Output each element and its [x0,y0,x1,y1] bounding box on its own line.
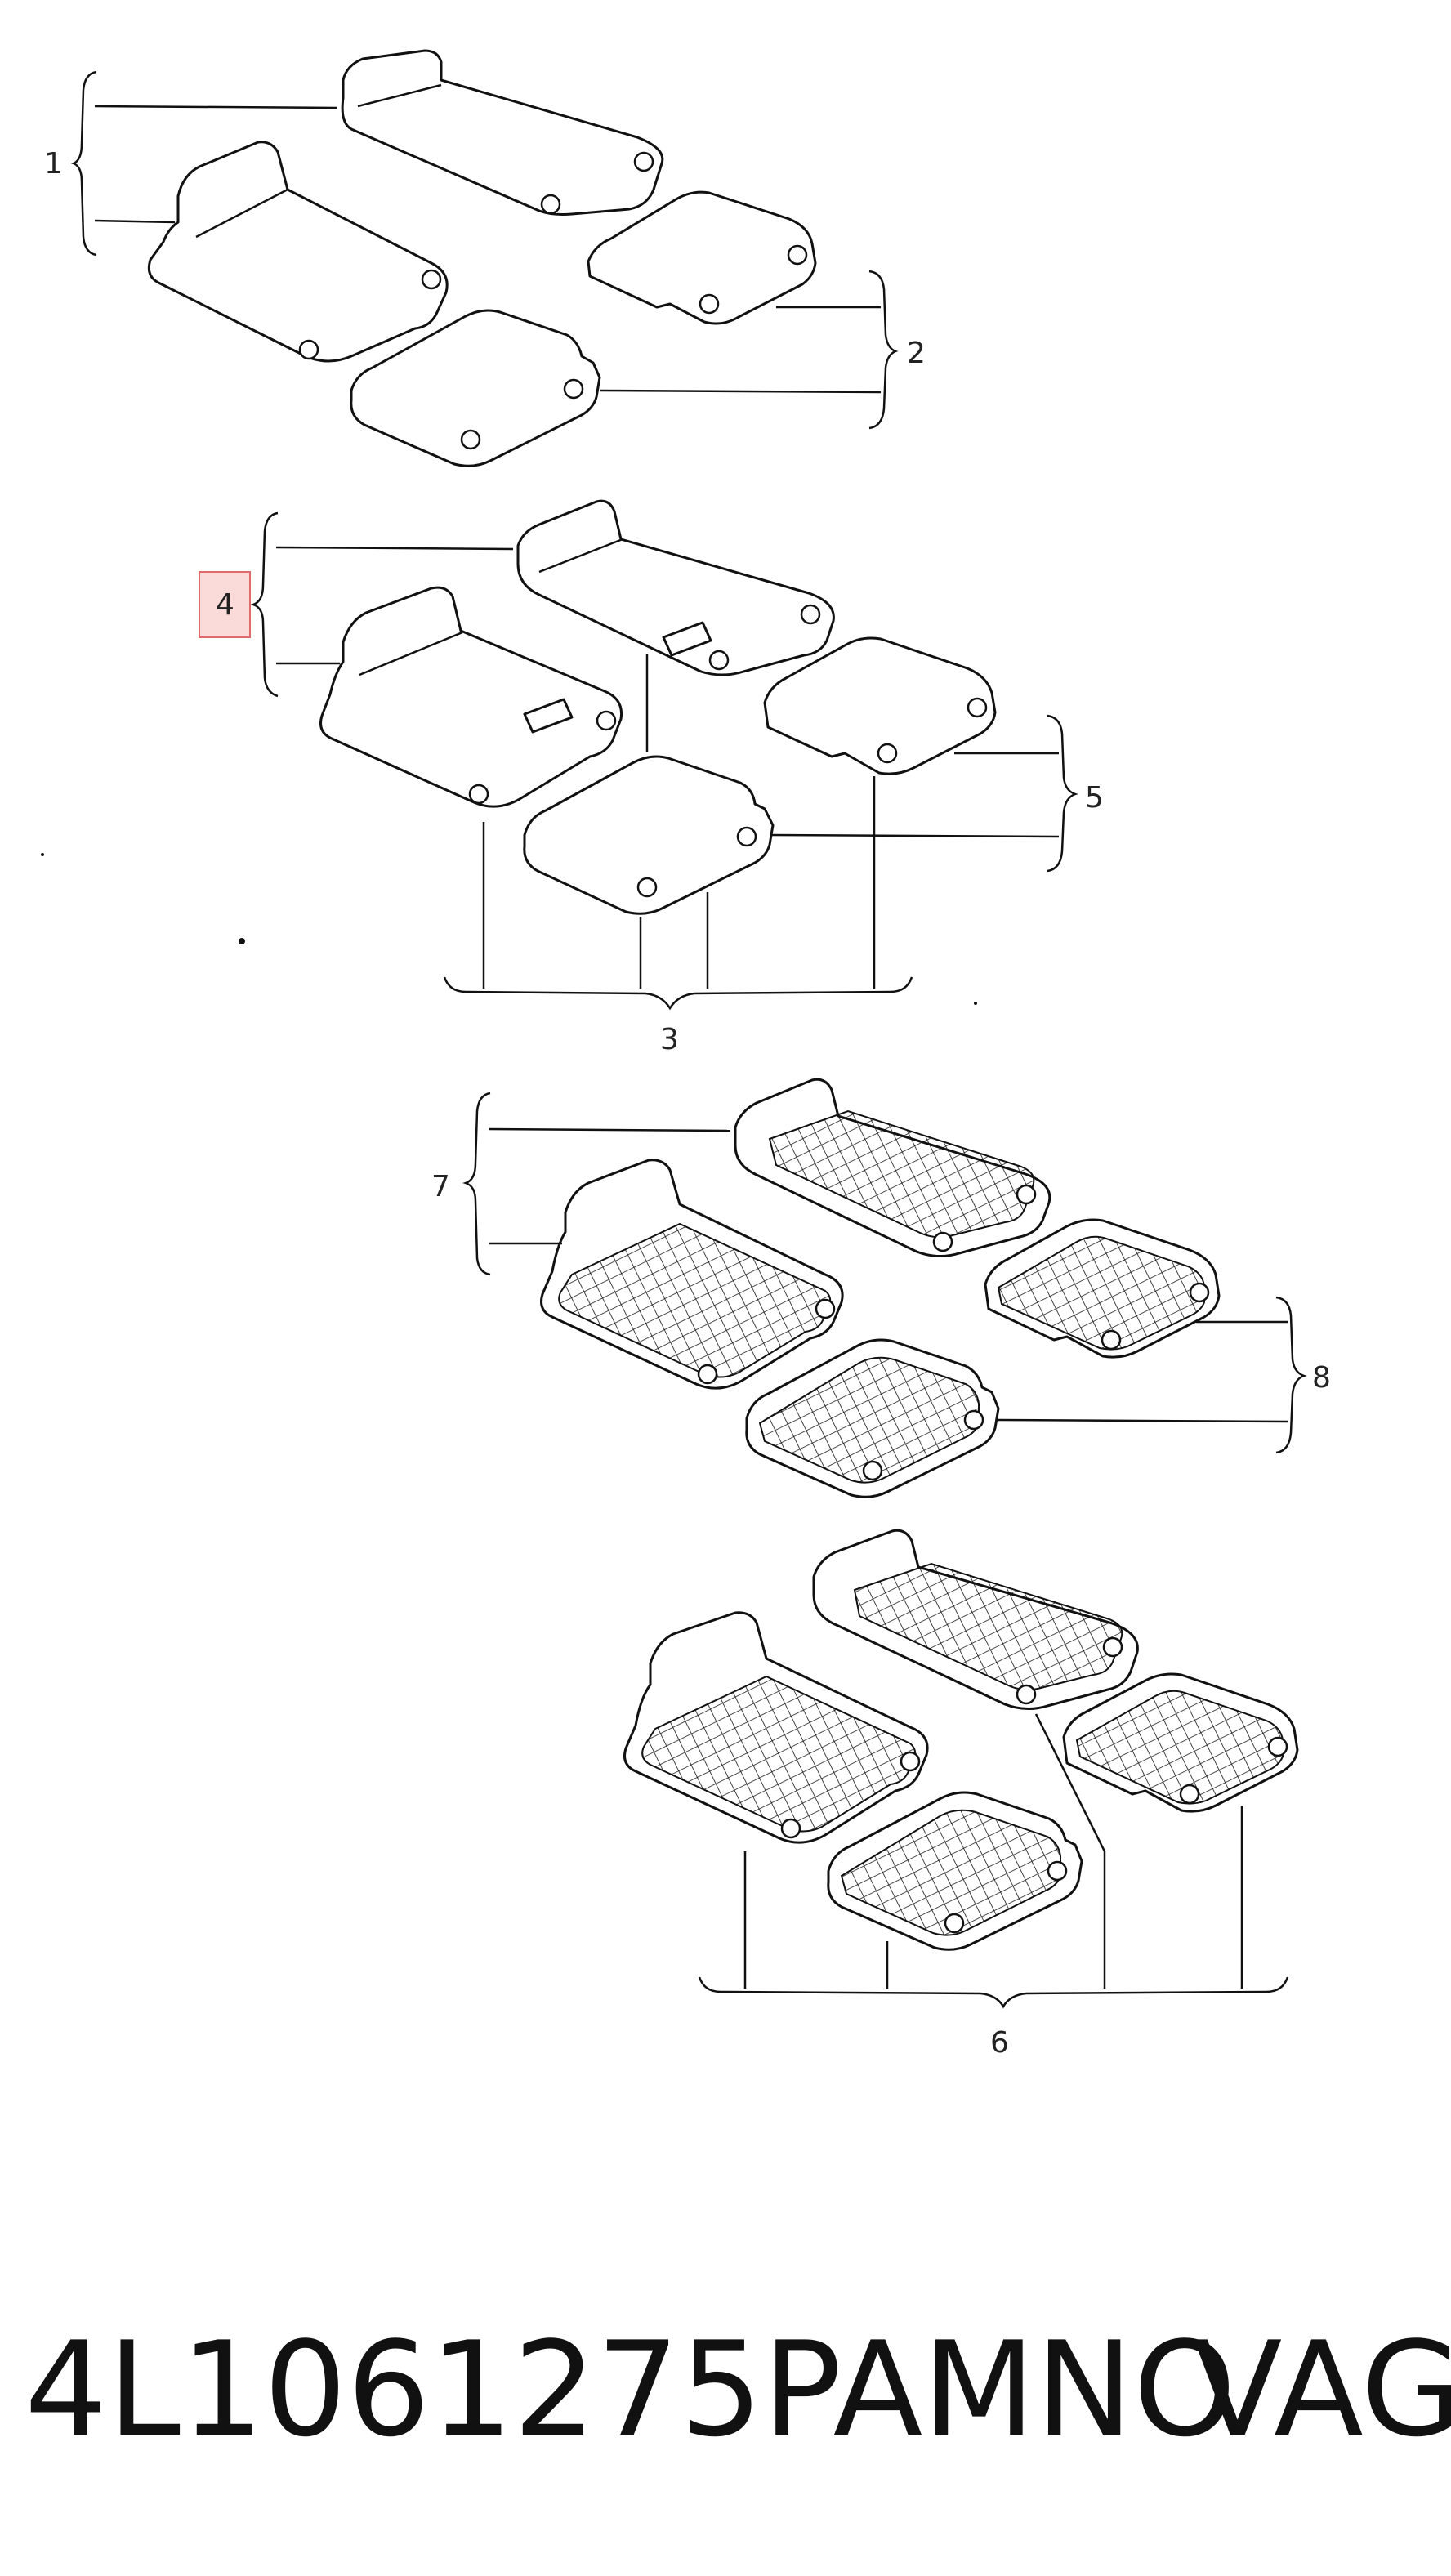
hole [1179,1784,1200,1805]
hole [633,151,654,172]
leader-2b [599,389,882,394]
hole [862,1460,883,1481]
leader-1a [94,105,337,109]
hole [540,194,561,215]
leader-6c [1034,1713,1106,1989]
hole [1267,1736,1288,1757]
callout-2: 2 [907,337,926,370]
stray-dot [41,853,44,856]
callout-3: 3 [660,1023,679,1056]
grid-insert [1075,1690,1284,1805]
bracket-7 [462,1092,491,1276]
mat-front-left-4-inner [538,538,623,574]
mat-rear-right-2 [587,190,817,325]
leader-1b [94,219,176,224]
grid-insert [853,1562,1123,1691]
parts-diagram: 1 2 4 5 [41,49,1331,2060]
hole [800,604,821,625]
hole [697,1364,718,1385]
hole [780,1818,801,1839]
callout-7: 7 [431,1170,450,1203]
hole [967,697,988,718]
bracket-1 [70,70,97,257]
group-3-4-5-mats: 4 5 3 [199,499,1104,1056]
hole [460,429,481,450]
mat-front-right-4-inner [359,631,463,676]
mat-rear-left-2 [350,309,601,467]
hole [877,743,898,764]
grid-insert [558,1222,832,1378]
bracket-5 [1047,714,1078,873]
group-7-8-mats: 7 8 [431,1078,1331,1498]
mat-front-left-1 [341,49,664,216]
hole [1102,1636,1123,1658]
hole [563,378,584,400]
callout-4: 4 [216,588,234,622]
hole [1189,1282,1210,1303]
hole [1016,1184,1037,1205]
hole [468,784,489,805]
group-1-2-mats: 1 2 [44,49,926,467]
leader-4a [275,546,514,551]
hole [1047,1860,1068,1882]
mat-front-left-1-inner [357,83,442,108]
callout-1: 1 [44,147,63,181]
label-patch [662,621,712,657]
callout-4-highlight [199,571,251,638]
bracket-4 [250,511,279,698]
hole [708,650,730,671]
grid-insert [997,1235,1205,1351]
grid-insert [768,1109,1035,1239]
leader-7a [488,1127,731,1132]
grid-insert [641,1675,917,1833]
hole [932,1231,953,1252]
label-patch [523,698,574,734]
hole [636,877,658,898]
hole [900,1751,921,1772]
bracket-6 [698,1976,1289,2009]
hole [963,1409,984,1431]
hole [1016,1684,1037,1705]
hole [944,1913,965,1934]
leader-8b [998,1418,1288,1423]
bracket-8 [1275,1296,1307,1454]
hole [699,293,720,315]
callout-5: 5 [1085,781,1104,815]
stray-dot [974,1002,977,1005]
hole [787,244,808,266]
hole [298,339,319,360]
mat-front-right-1 [147,141,449,363]
brand-name: VAG [1193,2313,1451,2466]
mat-rear-right-5 [763,636,997,775]
hole [421,269,442,290]
part-footer: 4L1061275PAMNO VAG [25,2304,1451,2476]
callout-6: 6 [990,2026,1009,2060]
part-number: 4L1061275PAMNO [25,2313,1236,2466]
bracket-2 [868,270,899,430]
callout-8: 8 [1312,1361,1331,1395]
hole [815,1298,836,1319]
hole [1101,1329,1122,1351]
hole [736,826,757,847]
mat-front-right-1-inner [195,188,288,239]
group-6-mats: 6 [623,1529,1299,2060]
stray-dot [239,938,245,944]
hole [596,710,617,731]
leader-5b [770,833,1060,838]
mat-rear-left-5 [523,755,775,915]
bracket-3 [443,976,913,1011]
mat-front-left-4 [516,499,835,676]
mat-front-right-4 [319,586,623,808]
